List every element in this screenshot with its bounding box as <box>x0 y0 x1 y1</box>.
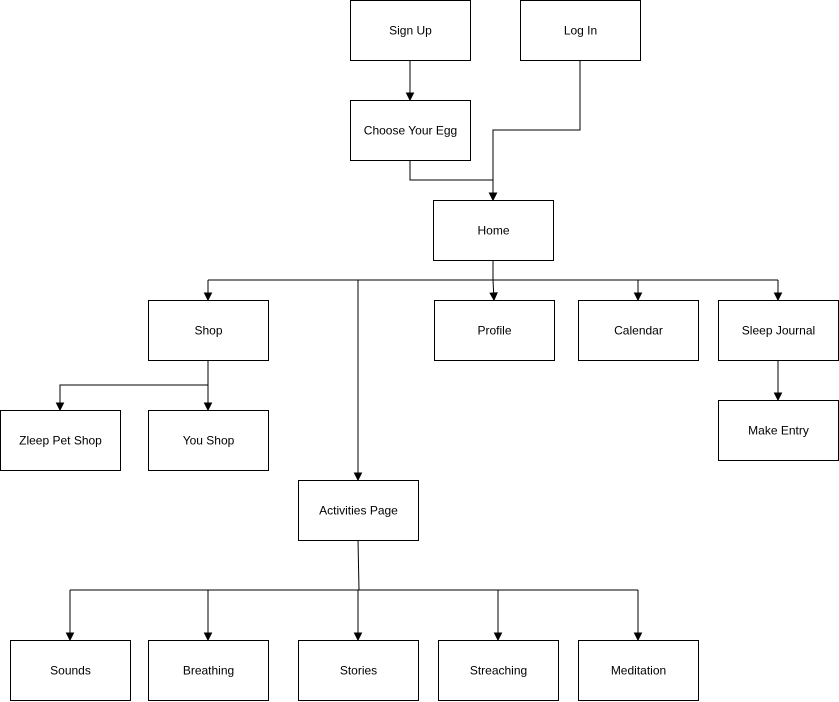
node-label: Calendar <box>614 324 663 338</box>
node-label: You Shop <box>183 434 235 448</box>
node-box <box>298 480 419 541</box>
edge-activities-sounds-arrowhead <box>65 632 75 642</box>
node-label: Zleep Pet Shop <box>19 434 102 448</box>
node-label: Sleep Journal <box>742 324 815 338</box>
node-choose-egg: Choose Your Egg <box>350 100 471 161</box>
node-shop: Shop <box>148 300 269 361</box>
edge-home-activities-arrowhead <box>353 472 363 482</box>
node-box <box>350 0 471 61</box>
node-sounds: Sounds <box>10 640 131 701</box>
edge-activities-streaching-arrowhead <box>493 632 503 642</box>
edge-activities-bus <box>357 539 360 591</box>
node-label: Sign Up <box>389 24 432 38</box>
edge-signup-chooseegg-arrowhead <box>405 92 415 102</box>
node-make-entry: Make Entry <box>718 400 839 461</box>
node-label: Breathing <box>183 664 234 678</box>
edge-home-sleepjournal-arrowhead <box>773 292 783 302</box>
node-box <box>148 640 269 701</box>
node-label: Meditation <box>611 664 666 678</box>
node-box <box>718 400 839 461</box>
node-label: Sounds <box>50 664 91 678</box>
node-label: Choose Your Egg <box>364 124 457 138</box>
node-label: Make Entry <box>748 424 809 438</box>
node-label: Streaching <box>470 664 527 678</box>
node-box <box>578 300 699 361</box>
node-breathing: Breathing <box>148 640 269 701</box>
node-you-shop: You Shop <box>148 410 269 471</box>
node-label: Shop <box>194 324 222 338</box>
edge-shop-bus-arrowhead <box>55 402 65 412</box>
node-home: Home <box>433 200 554 261</box>
edge-home-profile-arrowhead <box>489 292 498 302</box>
edge-home-shop-arrowhead <box>203 292 213 302</box>
node-calendar: Calendar <box>578 300 699 361</box>
edge-shop-bus <box>59 360 209 410</box>
node-box <box>148 300 269 361</box>
node-streaching: Streaching <box>438 640 559 701</box>
node-profile: Profile <box>434 300 555 361</box>
node-meditation: Meditation <box>578 640 699 701</box>
edge-shop-youshop-arrowhead <box>203 402 213 412</box>
node-sleep-journal: Sleep Journal <box>718 300 839 361</box>
node-box <box>10 640 131 701</box>
edge-login-home <box>492 60 581 200</box>
node-activities: Activities Page <box>298 480 419 541</box>
node-box <box>718 300 839 361</box>
edge-sleepjournal-makeentry-arrowhead <box>773 392 783 402</box>
node-signup: Sign Up <box>350 0 471 61</box>
node-box <box>433 200 554 261</box>
node-box <box>350 100 471 161</box>
node-box <box>438 640 559 701</box>
node-login: Log In <box>520 0 641 61</box>
node-box <box>578 640 699 701</box>
edge-activities-meditation-arrowhead <box>633 632 643 642</box>
edge-chooseegg-home <box>409 160 494 200</box>
edge-login-home-arrowhead <box>488 192 498 202</box>
node-label: Stories <box>340 664 377 678</box>
node-box <box>298 640 419 701</box>
node-zleep-pet-shop: Zleep Pet Shop <box>0 410 121 471</box>
node-label: Log In <box>564 24 597 38</box>
edge-activities-stories-arrowhead <box>353 632 363 642</box>
node-box <box>520 0 641 61</box>
node-label: Home <box>477 224 509 238</box>
node-label: Activities Page <box>319 504 398 518</box>
node-box <box>0 410 121 471</box>
connector-lines <box>55 60 783 642</box>
node-box <box>148 410 269 471</box>
node-box <box>434 300 555 361</box>
edge-activities-breathing-arrowhead <box>203 632 213 642</box>
node-label: Profile <box>477 324 511 338</box>
node-stories: Stories <box>298 640 419 701</box>
edge-home-calendar-arrowhead <box>633 292 643 302</box>
